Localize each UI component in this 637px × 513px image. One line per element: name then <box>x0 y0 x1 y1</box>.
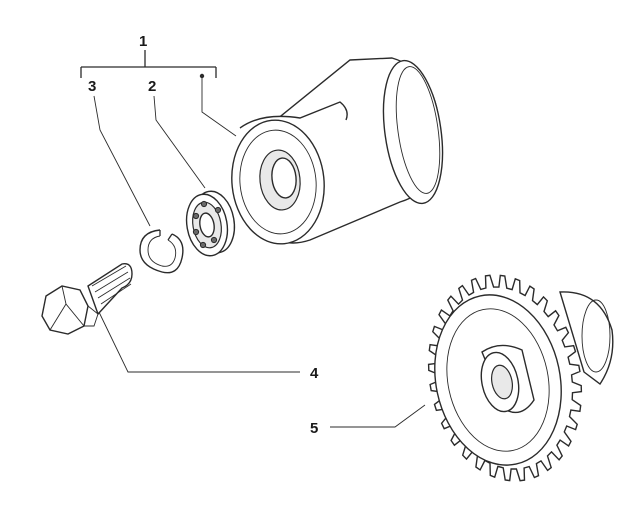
circlip <box>139 229 184 274</box>
callout-2: 2 <box>148 78 156 95</box>
hex-bolt <box>41 263 133 335</box>
callout-3: 3 <box>88 78 96 95</box>
roller-cylinder <box>231 57 444 245</box>
callout-5: 5 <box>310 420 318 437</box>
leader-dot <box>199 73 205 79</box>
callout-4: 4 <box>310 365 319 382</box>
starter-gear <box>427 274 614 482</box>
assembly-bracket <box>80 50 217 78</box>
callout-1: 1 <box>139 33 147 50</box>
ball-bearing <box>185 190 236 257</box>
leader-lines <box>93 78 426 428</box>
